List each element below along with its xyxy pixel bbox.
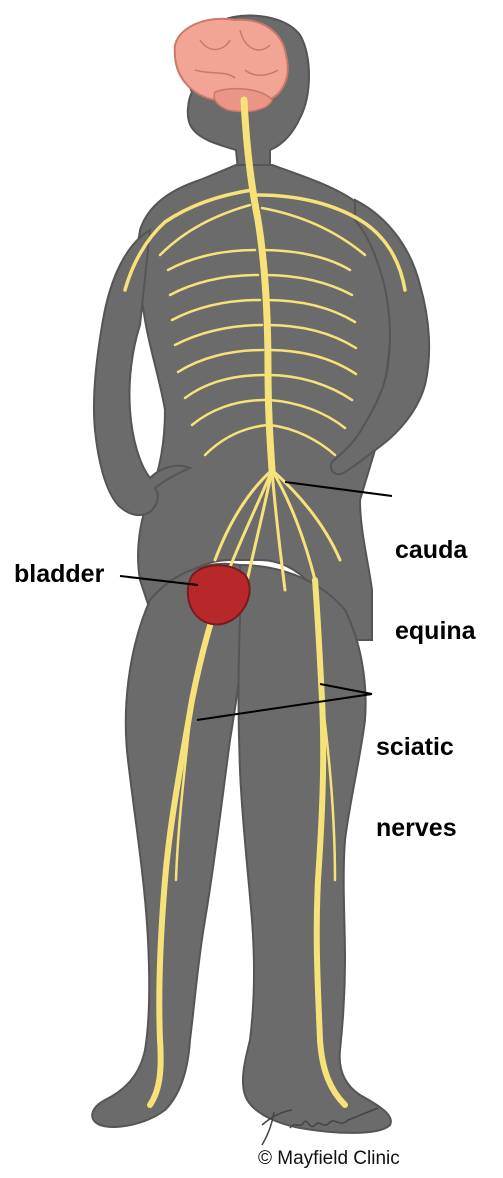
label-sciatic-line1: sciatic bbox=[376, 734, 457, 761]
right-leg bbox=[239, 565, 391, 1133]
label-sciatic-line2: nerves bbox=[376, 815, 457, 842]
label-sciatic-nerves: sciatic nerves bbox=[376, 680, 457, 896]
label-bladder: bladder bbox=[14, 561, 104, 588]
body-silhouette bbox=[92, 15, 429, 1132]
copyright-text: © Mayfield Clinic bbox=[258, 1148, 400, 1170]
ear bbox=[175, 88, 188, 118]
label-cauda-equina: cauda equina bbox=[395, 483, 476, 699]
label-cauda-equina-line1: cauda bbox=[395, 537, 476, 564]
label-cauda-equina-line2: equina bbox=[395, 618, 476, 645]
